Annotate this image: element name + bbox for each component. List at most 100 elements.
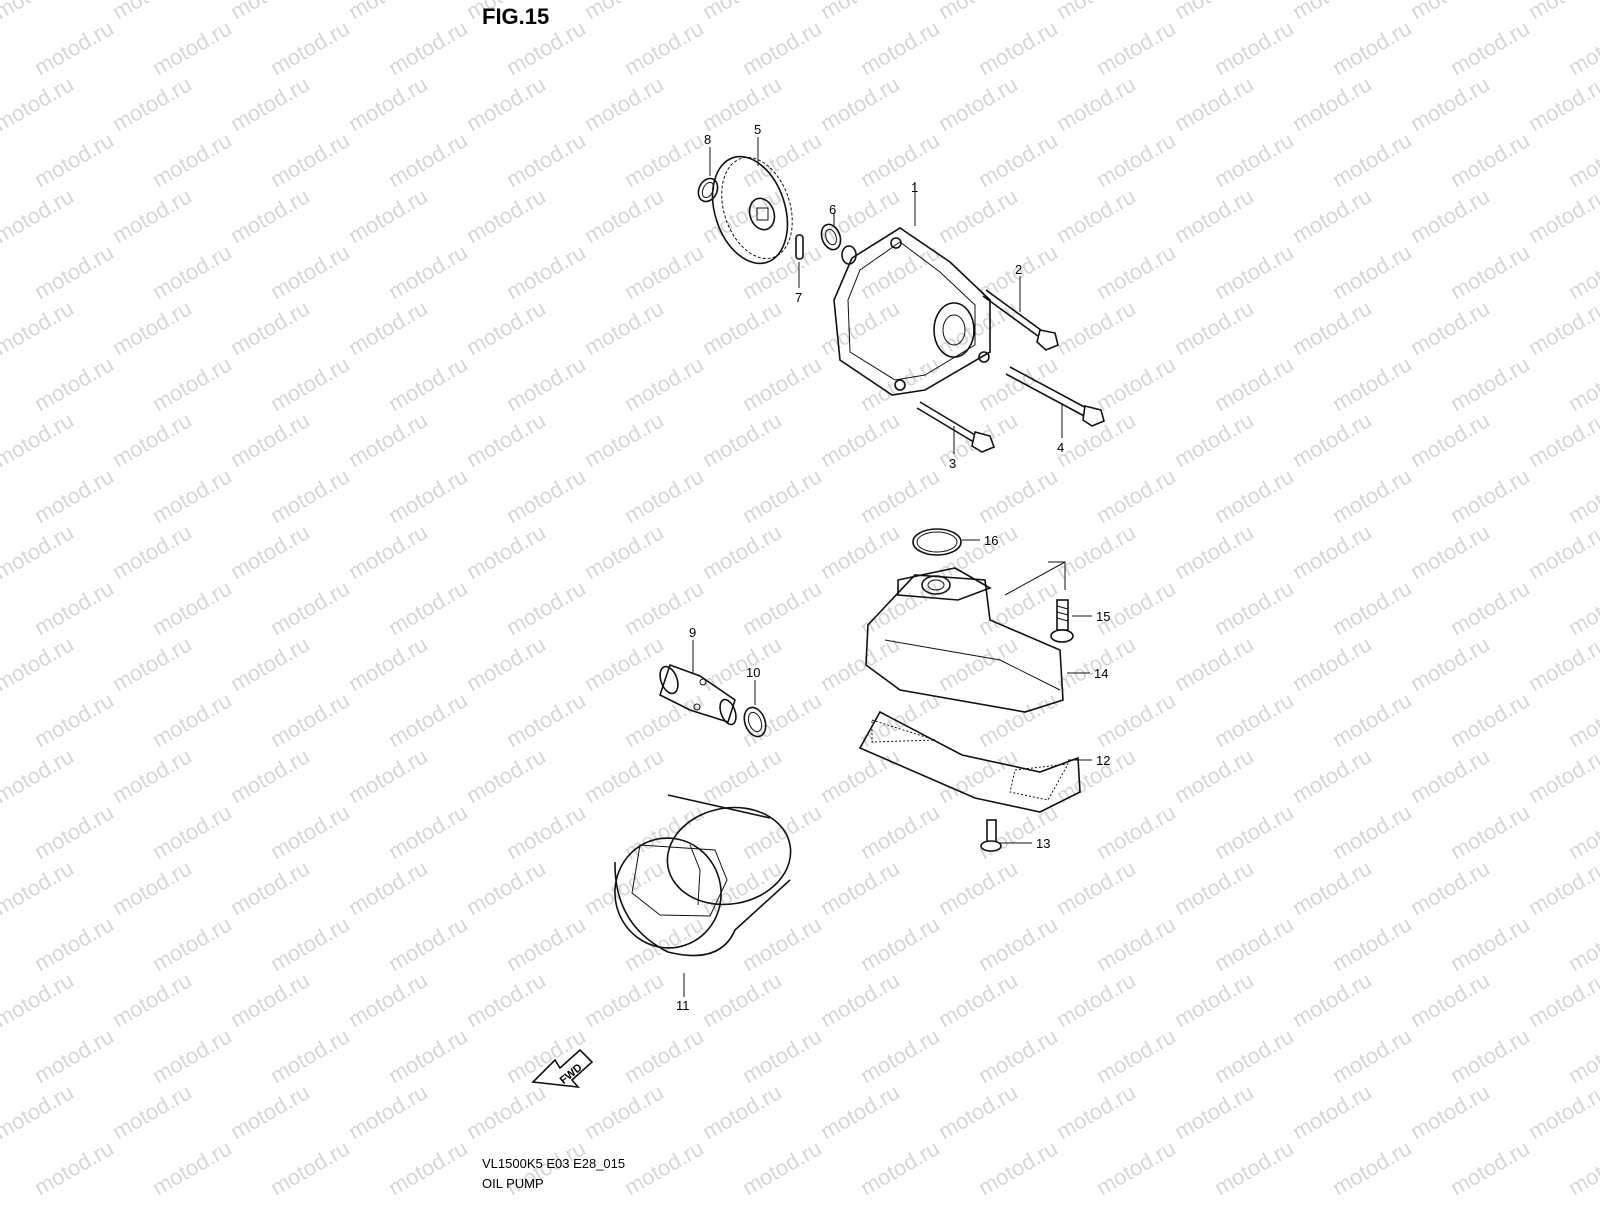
watermark-text: motod.ru: [0, 631, 78, 696]
callout-8: 8: [704, 132, 711, 147]
watermark-text: motod.ru: [344, 0, 432, 24]
watermark-text: motod.ru: [1406, 519, 1494, 584]
watermark-text: motod.ru: [108, 1079, 196, 1144]
watermark-text: motod.ru: [1564, 687, 1600, 752]
watermark-text: motod.ru: [226, 71, 314, 136]
watermark-text: motod.ru: [0, 407, 78, 472]
watermark-text: motod.ru: [1210, 239, 1298, 304]
watermark-text: motod.ru: [1564, 575, 1600, 640]
watermark-text: motod.ru: [1210, 15, 1298, 80]
watermark-text: motod.ru: [30, 911, 118, 976]
watermark-text: motod.ru: [620, 239, 708, 304]
watermark-text: motod.ru: [738, 911, 826, 976]
watermark-text: motod.ru: [384, 15, 472, 80]
watermark-text: motod.ru: [384, 239, 472, 304]
watermark-text: motod.ru: [698, 407, 786, 472]
watermark-text: motod.ru: [738, 463, 826, 528]
watermark-text: motod.ru: [462, 295, 550, 360]
watermark-text: motod.ru: [1092, 127, 1180, 192]
watermark-text: motod.ru: [502, 575, 590, 640]
watermark-text: motod.ru: [1210, 1023, 1298, 1088]
bolt-part-2: [982, 289, 1059, 351]
watermark-text: motod.ru: [620, 463, 708, 528]
watermark-text: motod.ru: [580, 0, 668, 24]
watermark-text: motod.ru: [266, 799, 354, 864]
callout-7: 7: [795, 290, 802, 305]
watermark-text: motod.ru: [0, 743, 78, 808]
watermark-text: motod.ru: [1328, 239, 1416, 304]
watermark-text: motod.ru: [580, 519, 668, 584]
watermark-text: motod.ru: [738, 15, 826, 80]
watermark-text: motod.ru: [344, 295, 432, 360]
watermark-text: motod.ru: [1524, 743, 1600, 808]
watermark-text: motod.ru: [856, 575, 944, 640]
watermark-text: motod.ru: [856, 1135, 944, 1200]
watermark-text: motod.ru: [856, 1023, 944, 1088]
watermark-text: motod.ru: [580, 631, 668, 696]
watermark-text: motod.ru: [974, 127, 1062, 192]
watermark-text: motod.ru: [620, 1023, 708, 1088]
watermark-text: motod.ru: [1210, 575, 1298, 640]
watermark-text: motod.ru: [698, 631, 786, 696]
watermark-text: motod.ru: [580, 967, 668, 1032]
strainer-screen-part-12: [858, 710, 1081, 813]
watermark-text: motod.ru: [934, 967, 1022, 1032]
watermark-text: motod.ru: [1288, 0, 1376, 24]
watermark-text: motod.ru: [856, 687, 944, 752]
watermark-text: motod.ru: [816, 855, 904, 920]
callout-16: 16: [984, 533, 998, 548]
callout-2: 2: [1015, 262, 1022, 277]
watermark-text: motod.ru: [580, 1079, 668, 1144]
watermark-text: motod.ru: [108, 743, 196, 808]
watermark-text: motod.ru: [974, 463, 1062, 528]
watermark-text: motod.ru: [698, 519, 786, 584]
watermark-text: motod.ru: [856, 15, 944, 80]
watermark-text: motod.ru: [1328, 351, 1416, 416]
watermark-text: motod.ru: [226, 1079, 314, 1144]
watermark-text: motod.ru: [1288, 407, 1376, 472]
watermark-text: motod.ru: [226, 295, 314, 360]
watermark-text: motod.ru: [1406, 0, 1494, 24]
watermark-text: motod.ru: [1524, 407, 1600, 472]
watermark-text: motod.ru: [1564, 463, 1600, 528]
watermark-text: motod.ru: [580, 71, 668, 136]
watermark-text: motod.ru: [1210, 463, 1298, 528]
watermark-text: motod.ru: [1524, 71, 1600, 136]
watermark-text: motod.ru: [266, 1135, 354, 1200]
watermark-text: motod.ru: [1564, 239, 1600, 304]
callout-6: 6: [829, 202, 836, 217]
watermark-text: motod.ru: [344, 967, 432, 1032]
watermark-text: motod.ru: [502, 687, 590, 752]
watermark-text: motod.ru: [30, 1135, 118, 1200]
watermark-text: motod.ru: [856, 799, 944, 864]
watermark-text: motod.ru: [0, 855, 78, 920]
washer-part-6: [820, 223, 842, 251]
watermark-text: motod.ru: [226, 407, 314, 472]
watermark-text: motod.ru: [1564, 127, 1600, 192]
watermark-text: motod.ru: [816, 295, 904, 360]
watermark-text: motod.ru: [30, 575, 118, 640]
watermark-text: motod.ru: [1288, 519, 1376, 584]
watermark-text: motod.ru: [1092, 687, 1180, 752]
watermark-text: motod.ru: [30, 1023, 118, 1088]
watermark-text: motod.ru: [148, 911, 236, 976]
watermark-text: motod.ru: [266, 463, 354, 528]
watermark-text: motod.ru: [502, 351, 590, 416]
watermark-text: motod.ru: [148, 1023, 236, 1088]
watermark-text: motod.ru: [1524, 631, 1600, 696]
watermark-text: motod.ru: [1446, 127, 1534, 192]
watermark-text: motod.ru: [1170, 519, 1258, 584]
watermark-text: motod.ru: [1092, 1023, 1180, 1088]
watermark-text: motod.ru: [226, 967, 314, 1032]
watermark-text: motod.ru: [226, 0, 314, 24]
watermark-text: motod.ru: [1446, 351, 1534, 416]
watermark-text: motod.ru: [1406, 631, 1494, 696]
watermark-text: motod.ru: [108, 855, 196, 920]
watermark-text: motod.ru: [1210, 799, 1298, 864]
watermark-text: motod.ru: [30, 463, 118, 528]
watermark-text: motod.ru: [1406, 71, 1494, 136]
bolt-part-15: [1050, 599, 1074, 643]
watermark-text: motod.ru: [1564, 15, 1600, 80]
watermark-text: motod.ru: [1328, 463, 1416, 528]
